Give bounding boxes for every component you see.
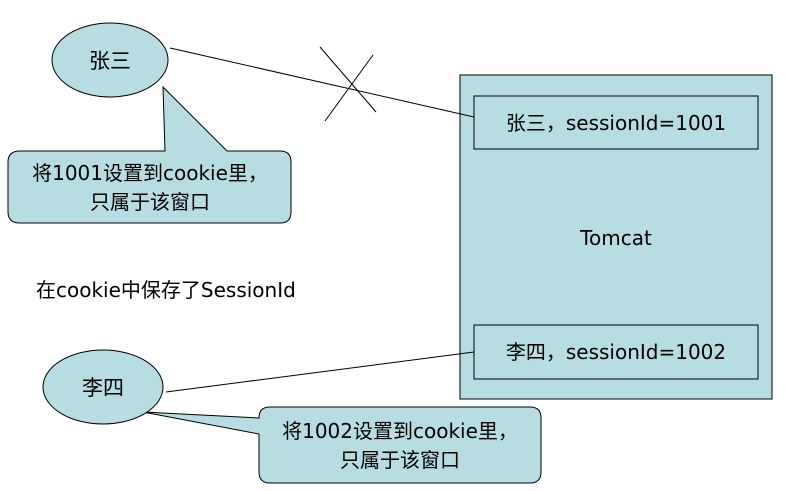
note-text: 在cookie中保存了SessionId <box>36 278 296 302</box>
session-box-2 <box>473 324 759 380</box>
node-zhangsan <box>51 22 169 98</box>
node-lisi <box>42 349 164 425</box>
callout-bottom-line-2: 只属于该窗口 <box>340 448 460 472</box>
node-lisi-label: 李四 <box>82 376 124 400</box>
blocked-cross-icon <box>319 46 377 122</box>
node-zhangsan-label: 张三 <box>89 49 131 73</box>
connector-lisi-to-server <box>165 351 475 393</box>
connector-zhangsan-to-server <box>169 47 475 118</box>
session-box-1 <box>473 95 759 150</box>
callout-top-line-1: 将1001设置到cookie里， <box>32 161 268 185</box>
callout-bottom-bubble <box>142 406 542 484</box>
callout-top-line-2: 只属于该窗口 <box>90 190 210 214</box>
session-box-1-label: 张三，sessionId=1001 <box>506 111 726 135</box>
callout-top-bubble <box>7 85 292 224</box>
session-box-2-label: 李四，sessionId=1002 <box>506 340 726 364</box>
tomcat-label: Tomcat <box>579 226 652 250</box>
callout-bottom-line-1: 将1002设置到cookie里， <box>282 419 518 443</box>
